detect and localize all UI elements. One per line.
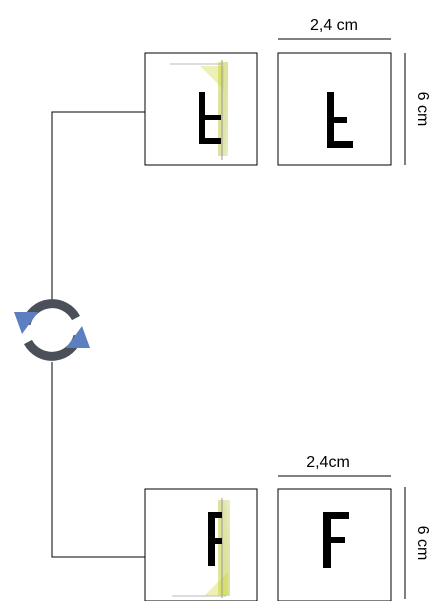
top-height-label: 6 cm [414,92,431,127]
top-result-tile [277,52,392,166]
bottom-height-label: 6 cm [414,526,431,561]
top-pair: 2,4 cm 6 cm [144,17,431,166]
bottom-transition-tile [144,488,258,601]
bottom-result-tile [277,488,392,601]
top-width-label: 2,4 cm [310,17,358,34]
connector-line [51,111,145,558]
bottom-pair: 2,4cm 6 cm [144,454,431,601]
refresh-icon [14,299,90,361]
bottom-width-label: 2,4cm [306,454,350,471]
top-transition-tile [144,52,258,166]
